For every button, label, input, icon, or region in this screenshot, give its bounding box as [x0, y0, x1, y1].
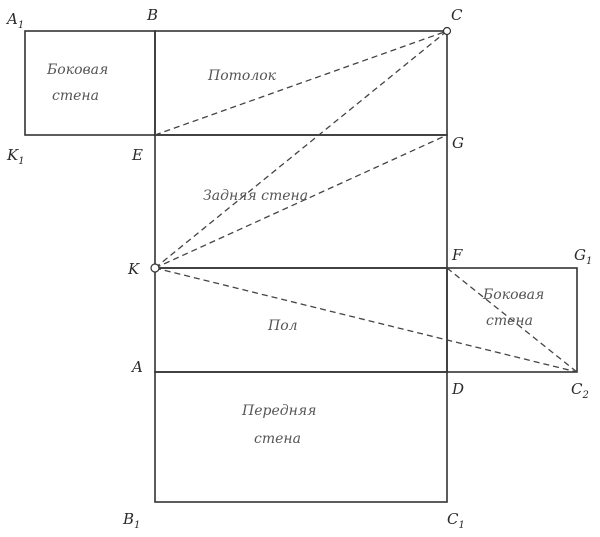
vertex-labels: A1 B C K1 E G K F G1 A D C2 B1 C1 — [5, 6, 592, 531]
dash-k-g — [154, 134, 448, 269]
face-ceiling: Потолок — [207, 68, 277, 84]
label-k1: K1 — [6, 146, 25, 167]
face-floor: Пол — [267, 318, 298, 334]
right-side-wall-edge — [446, 267, 578, 373]
face-back-wall: Задняя стена — [203, 188, 308, 204]
face-left-side-wall-line1: Боковая — [46, 62, 108, 78]
face-right-side-wall-line1: Боковая — [482, 287, 544, 303]
label-c2: C2 — [571, 380, 589, 401]
label-g1: G1 — [574, 246, 592, 267]
face-right-side-wall-line2: стена — [486, 313, 533, 329]
label-k: K — [127, 260, 140, 278]
left-side-wall-edge — [24, 30, 156, 136]
dash-e-c — [154, 30, 448, 136]
net-edges — [24, 30, 578, 503]
label-a1: A1 — [5, 10, 24, 31]
face-left-side-wall-line2: стена — [52, 88, 99, 104]
face-front-wall-line2: стена — [254, 431, 301, 447]
label-g: G — [452, 134, 464, 152]
face-labels: Боковая стена Потолок Задняя стена Пол Б… — [46, 62, 544, 447]
point-k-marker — [150, 263, 160, 273]
label-b1: B1 — [122, 510, 140, 531]
label-c: C — [451, 6, 463, 24]
label-a: A — [130, 358, 143, 376]
floor-edge — [154, 267, 448, 373]
dashed-paths — [154, 30, 578, 373]
dash-f-c2 — [446, 267, 578, 373]
face-front-wall-line1: Передняя — [241, 403, 316, 419]
label-c1: C1 — [447, 510, 465, 531]
label-b: B — [146, 6, 158, 24]
label-d: D — [451, 380, 464, 398]
label-e: E — [131, 146, 143, 164]
dash-k-c — [154, 30, 448, 269]
front-wall-edge — [154, 371, 448, 503]
label-f: F — [451, 246, 463, 264]
dash-k-c2 — [154, 267, 578, 373]
point-c-marker — [442, 26, 452, 36]
